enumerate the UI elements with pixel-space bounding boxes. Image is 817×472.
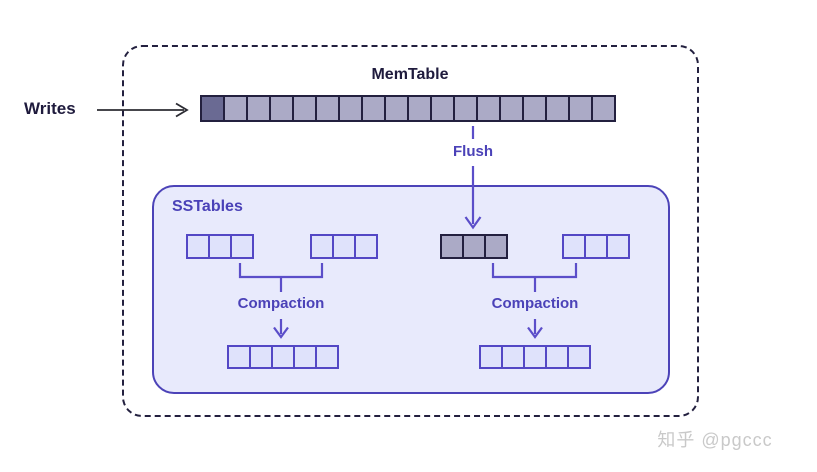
- memtable-row: [200, 95, 616, 122]
- cell: [562, 234, 586, 259]
- cell: [230, 234, 254, 259]
- cell: [584, 234, 608, 259]
- cell: [545, 95, 570, 122]
- cell: [479, 345, 503, 369]
- cell: [332, 234, 356, 259]
- cell: [315, 345, 339, 369]
- cell: [606, 234, 630, 259]
- cell: [501, 345, 525, 369]
- cell: [484, 234, 508, 259]
- cell: [476, 95, 501, 122]
- cell: [462, 234, 486, 259]
- compaction-label-left: Compaction: [237, 295, 325, 312]
- cell: [269, 95, 294, 122]
- cell: [567, 345, 591, 369]
- cell: [591, 95, 616, 122]
- cell: [354, 234, 378, 259]
- cell: [568, 95, 593, 122]
- cell: [271, 345, 295, 369]
- cell: [227, 345, 251, 369]
- cell: [223, 95, 248, 122]
- sstable-level0-a: [186, 234, 254, 259]
- cell: [499, 95, 524, 122]
- cell: [208, 234, 232, 259]
- cell: [315, 95, 340, 122]
- cell: [246, 95, 271, 122]
- sstable-level1-left: [227, 345, 339, 369]
- storage-engine-boundary: [122, 45, 699, 417]
- cell: [338, 95, 363, 122]
- cell: [200, 95, 225, 122]
- cell: [293, 345, 317, 369]
- cell: [361, 95, 386, 122]
- cell: [310, 234, 334, 259]
- memtable-title: MemTable: [371, 66, 449, 83]
- flush-label: Flush: [453, 143, 493, 160]
- cell: [186, 234, 210, 259]
- cell: [292, 95, 317, 122]
- sstables-title: SSTables: [172, 198, 243, 215]
- cell: [545, 345, 569, 369]
- cell: [522, 95, 547, 122]
- sstable-level0-d: [562, 234, 630, 259]
- watermark: 知乎 @pgccc: [657, 430, 773, 450]
- sstable-level0-flushed: [440, 234, 508, 259]
- cell: [249, 345, 273, 369]
- sstable-level0-b: [310, 234, 378, 259]
- cell: [523, 345, 547, 369]
- cell: [430, 95, 455, 122]
- cell: [453, 95, 478, 122]
- cell: [407, 95, 432, 122]
- cell: [440, 234, 464, 259]
- sstable-level1-right: [479, 345, 591, 369]
- cell: [384, 95, 409, 122]
- writes-label: Writes: [24, 99, 76, 118]
- compaction-label-right: Compaction: [491, 295, 579, 312]
